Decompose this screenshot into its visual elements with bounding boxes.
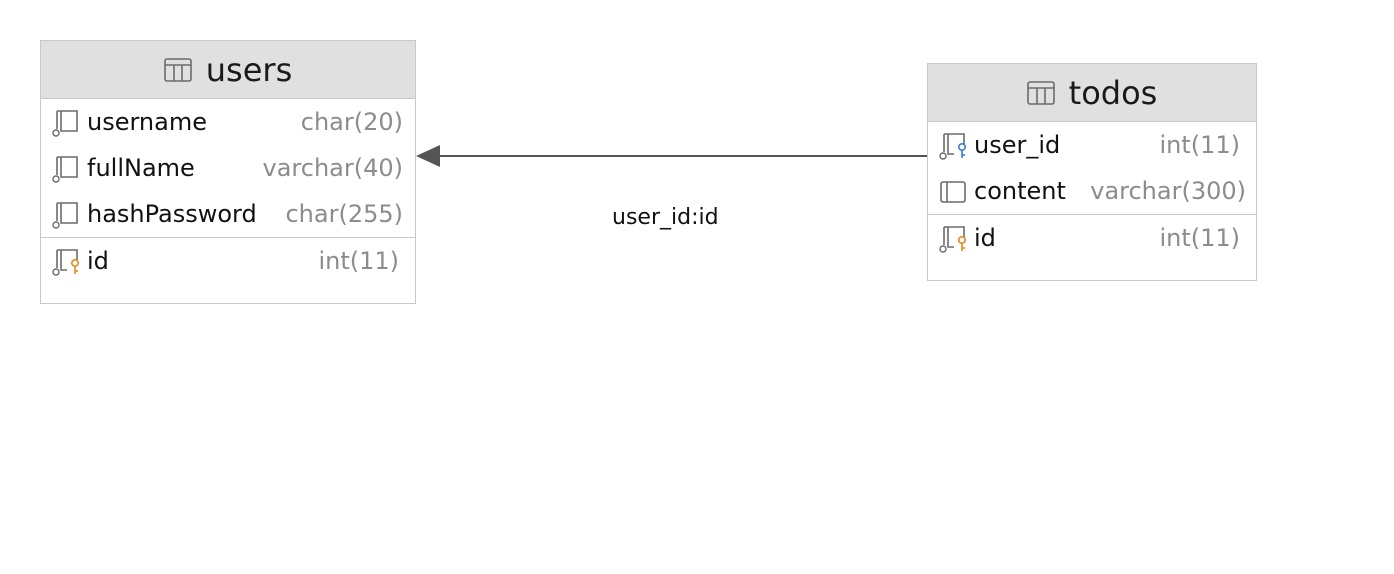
relation-arrowhead (416, 145, 440, 167)
column-type: int(11) (1153, 131, 1240, 159)
column-type: char(20) (294, 108, 403, 136)
column-name: username (87, 108, 207, 136)
column-type: varchar(300) (1084, 177, 1246, 205)
column-icon (52, 202, 78, 229)
todos-table-header[interactable]: todos (928, 64, 1256, 122)
relation-label: user_id:id (612, 205, 719, 230)
users-table-title: users (205, 50, 293, 89)
column-name: fullName (87, 154, 195, 182)
column-name: user_id (974, 131, 1061, 159)
column-type: int(11) (1153, 223, 1240, 252)
column-name: content (974, 177, 1066, 205)
users-table[interactable]: users username char(20) fullName varchar… (40, 40, 416, 304)
users-column-row[interactable]: fullName varchar(40) (41, 145, 415, 191)
primary-key-column-icon (52, 248, 79, 276)
column-type: varchar(40) (256, 154, 403, 182)
foreign-key-column-icon (939, 133, 966, 160)
users-primary-key-row[interactable]: id int(11) (41, 237, 415, 283)
column-type: char(255) (279, 200, 403, 228)
column-name: hashPassword (87, 200, 257, 228)
table-icon (1026, 80, 1055, 105)
todos-table[interactable]: todos user_id int(11) content varchar(30… (927, 63, 1257, 281)
column-icon (52, 156, 78, 183)
todos-column-row[interactable]: user_id int(11) (928, 122, 1256, 168)
column-name: id (974, 223, 996, 252)
column-icon (52, 110, 78, 137)
column-name: id (87, 246, 109, 275)
todos-column-row[interactable]: content varchar(300) (928, 168, 1256, 214)
todos-primary-key-row[interactable]: id int(11) (928, 214, 1256, 260)
table-icon (163, 57, 192, 82)
users-column-row[interactable]: hashPassword char(255) (41, 191, 415, 237)
users-table-header[interactable]: users (41, 41, 415, 99)
users-column-row[interactable]: username char(20) (41, 99, 415, 145)
column-icon (940, 181, 966, 203)
todos-table-title: todos (1068, 73, 1158, 112)
column-type: int(11) (312, 246, 399, 275)
primary-key-column-icon (939, 225, 966, 253)
